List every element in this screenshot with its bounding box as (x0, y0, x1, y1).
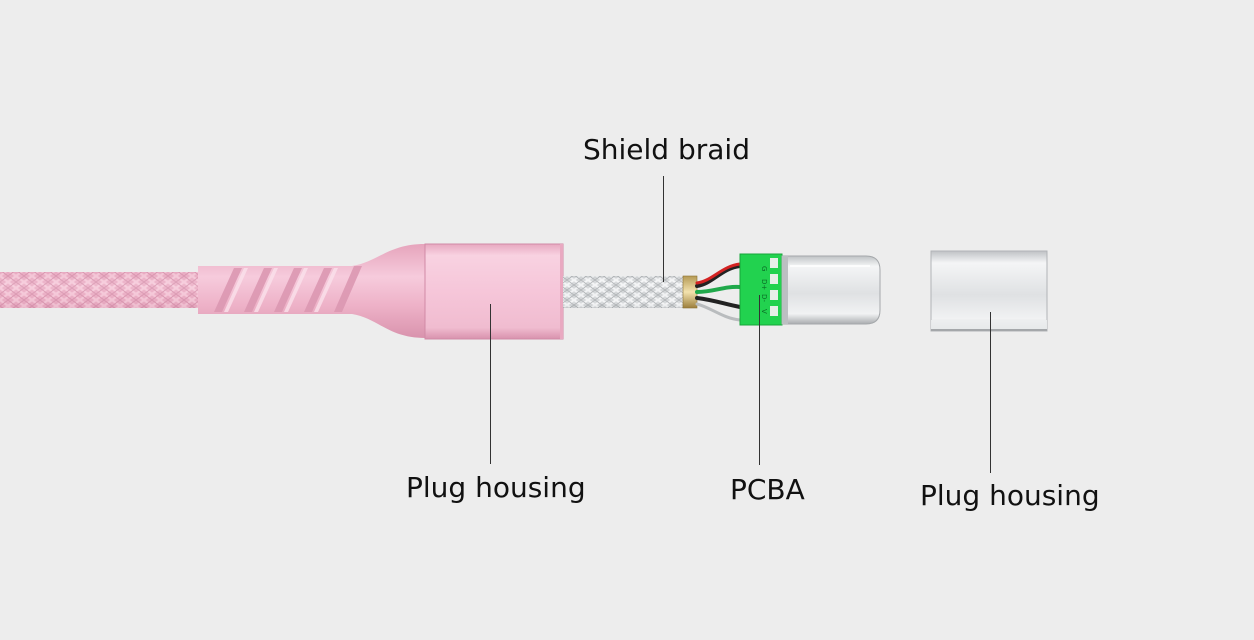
plug-housing-right-label: Plug housing (920, 479, 1100, 512)
pcba-board: G D+ D- V (739, 253, 783, 326)
shield-braid (563, 276, 683, 308)
plug-housing-right-leader-line (990, 312, 991, 473)
pcba-label: PCBA (730, 473, 805, 506)
usb-c-connector (781, 255, 881, 325)
gold-ferrule (682, 275, 698, 309)
pcb-mark-dplus: D+ (760, 279, 768, 290)
pcb-mark-g: G (760, 266, 768, 271)
plug-housing-left-label: Plug housing (406, 471, 586, 504)
pcba-leader-line (759, 295, 760, 465)
plug-housing-left-shell (424, 243, 564, 340)
shield-braid-leader-line (663, 176, 664, 282)
plug-housing-right-shell (930, 250, 1048, 332)
plug-housing-left-leader-line (490, 304, 491, 464)
pcb-mark-v: V (760, 309, 768, 314)
strain-relief-boot (198, 244, 425, 338)
inner-wires (695, 262, 742, 322)
pcb-mark-dminus: D- (760, 294, 768, 302)
pink-braided-cable (0, 272, 215, 308)
shield-braid-label: Shield braid (583, 133, 750, 166)
